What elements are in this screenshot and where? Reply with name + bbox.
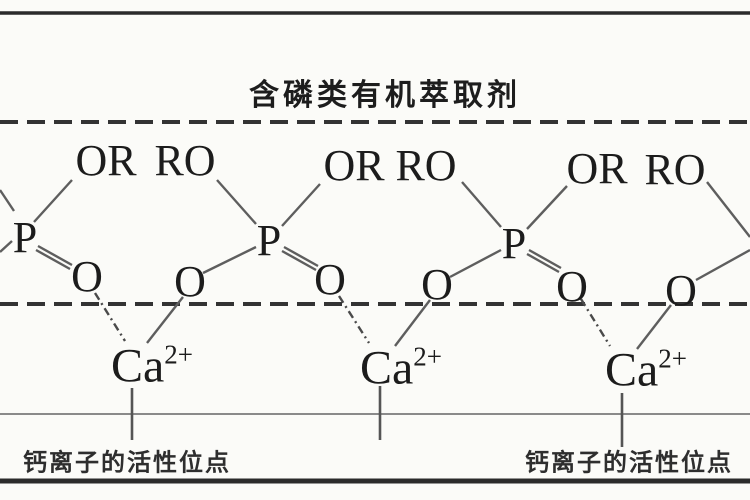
oxygen-atom-6: O xyxy=(665,266,697,315)
bond-ro3-to-edge xyxy=(706,181,750,238)
bond-p1-lower-left-stub xyxy=(0,240,13,253)
or-group-1: OR xyxy=(75,136,137,185)
bond-o2-p2 xyxy=(202,245,257,275)
calcium-charge: 2+ xyxy=(658,343,688,374)
bond-o6-to-edge xyxy=(695,248,750,282)
double-bond-p2-o3-a xyxy=(281,249,317,272)
bond-o4-p3 xyxy=(449,248,502,279)
calcium-ion-3: Ca2+ xyxy=(604,343,688,397)
calcium-ion-2: Ca2+ xyxy=(359,341,443,395)
bond-p3-or3 xyxy=(526,185,568,230)
bond-o2-ca1 xyxy=(146,296,184,344)
bond-p1-or1 xyxy=(33,179,73,223)
active-site-label-right: 钙离子的活性位点 xyxy=(525,449,733,477)
calcium-symbol: Ca xyxy=(359,341,414,395)
oxygen-atom-2: O xyxy=(174,257,206,306)
diagram-title: 含磷类有机萃取剂 xyxy=(249,79,521,112)
bond-ro2-p3 xyxy=(461,181,502,228)
bond-p2-or2 xyxy=(281,183,321,227)
double-bond-p3-o5-a xyxy=(526,252,560,274)
double-bond-p1-o1-a xyxy=(35,248,71,271)
double-bond-p3-o5-b xyxy=(528,248,562,270)
ro-group-3: RO xyxy=(644,145,706,194)
calcium-charge: 2+ xyxy=(413,341,443,372)
calcium-symbol: Ca xyxy=(110,339,165,393)
phosphorus-atom-1: P xyxy=(12,213,38,262)
oxygen-atom-4: O xyxy=(421,260,453,309)
oxygen-atom-5: O xyxy=(556,262,588,311)
calcium-charge: 2+ xyxy=(164,339,194,370)
or-group-3: OR xyxy=(566,144,628,193)
or-group-2: OR xyxy=(323,141,385,190)
calcium-symbol: Ca xyxy=(604,343,659,397)
ro-group-2: RO xyxy=(395,141,457,190)
double-bond-p1-o1-b xyxy=(37,244,73,267)
phosphorus-atom-2: P xyxy=(256,216,282,265)
bond-edge-to-p1 xyxy=(0,189,15,212)
oxygen-atom-1: O xyxy=(71,252,103,301)
calcium-ion-1: Ca2+ xyxy=(110,339,194,393)
bond-o6-ca3 xyxy=(636,304,672,350)
ro-group-1: RO xyxy=(154,136,216,185)
bond-o4-ca2 xyxy=(394,299,431,347)
phosphorus-atom-3: P xyxy=(501,219,527,268)
double-bond-p2-o3-b xyxy=(283,245,319,268)
active-site-label-left: 钙离子的活性位点 xyxy=(23,449,231,477)
bond-ro1-p2 xyxy=(216,179,257,225)
oxygen-atom-3: O xyxy=(314,255,346,304)
